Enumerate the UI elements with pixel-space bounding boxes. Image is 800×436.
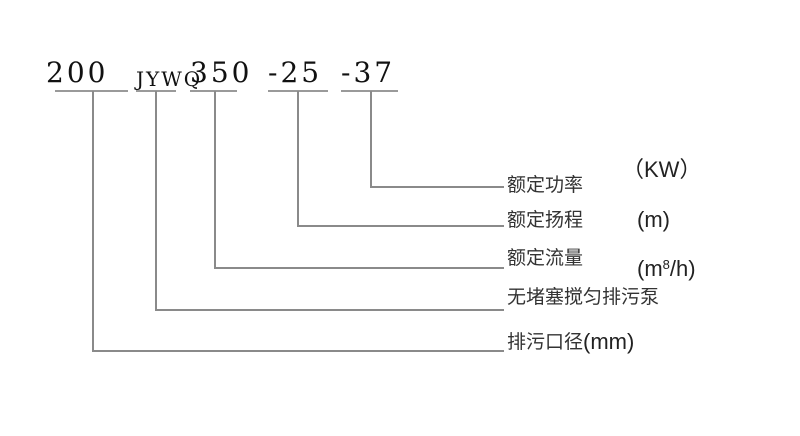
underline-power [341, 90, 398, 92]
unit-flow-base: (m [637, 256, 663, 281]
label-power: 额定功率 [507, 174, 584, 196]
leader-power-vertical [370, 91, 372, 187]
leader-power-horizontal [370, 186, 504, 188]
code-head: -25 [268, 56, 323, 89]
underline-flow [190, 90, 237, 92]
leader-type-horizontal [155, 309, 504, 311]
code-diameter: 200 [46, 56, 109, 89]
label-flow: 额定流量 [507, 247, 584, 269]
leader-flow-horizontal [214, 267, 504, 269]
label-head: 额定扬程 [507, 209, 584, 231]
leader-diameter-horizontal [92, 350, 504, 352]
unit-diameter: (mm) [583, 329, 635, 354]
leader-type-vertical [155, 91, 157, 310]
leader-head-horizontal [297, 225, 504, 227]
code-type: JYWQ [136, 67, 203, 91]
underline-diameter [55, 90, 128, 92]
unit-head: (m) [637, 207, 670, 232]
code-flow: 350 [190, 56, 253, 89]
code-power: -37 [341, 56, 396, 89]
unit-flow-tail: /h) [669, 256, 696, 281]
unit-flow-sup: 8 [662, 257, 670, 272]
label-type: 无堵塞搅匀排污泵 [507, 286, 660, 308]
leader-diameter-vertical [92, 91, 94, 351]
label-diameter: 排污口径 [507, 331, 584, 353]
leader-head-vertical [297, 91, 299, 226]
leader-flow-vertical [214, 91, 216, 268]
unit-flow: (m8/h) [637, 253, 696, 281]
unit-power: （KW） [622, 157, 702, 182]
